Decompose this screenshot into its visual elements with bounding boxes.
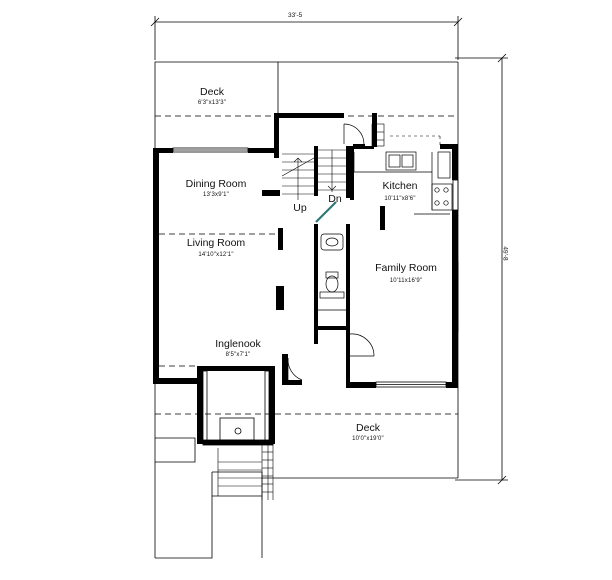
width-dimension-line <box>150 16 463 60</box>
deck-steps <box>217 444 274 500</box>
kitchen-name: Kitchen <box>382 180 418 192</box>
depth-dimension-label: 49'-8 <box>501 246 509 261</box>
living-room-size: 14'10"x12'1" <box>198 252 234 258</box>
family-room-size: 10'11x16'9" <box>389 278 423 284</box>
stair-treads <box>281 149 346 200</box>
site-outline <box>154 61 459 559</box>
width-dimension-label: 33'-5 <box>288 12 303 19</box>
family-room-name: Family Room <box>375 262 437 274</box>
fireplace <box>202 417 274 446</box>
deck-top-size: 6'3"x13'3" <box>197 100 227 106</box>
stair-railing <box>315 201 337 223</box>
deck-bottom-size: 10'0"x19'0" <box>352 436 384 442</box>
door-swings <box>287 123 375 381</box>
kitchen-size: 10'11"x8'6" <box>384 196 416 202</box>
stairs-up-label: Up <box>293 202 307 214</box>
dining-room-size: 13'3x9'1" <box>203 192 229 198</box>
kitchen-counters <box>353 151 453 215</box>
dining-room-name: Dining Room <box>185 178 247 190</box>
rear-steps <box>371 123 385 147</box>
interior-walls <box>262 146 385 384</box>
depth-dimension-line <box>455 53 508 485</box>
room-divider-dashes <box>159 233 276 367</box>
deck-top-name: Deck <box>200 86 224 98</box>
inglenook-size: 8'5"x7'1" <box>225 352 251 358</box>
stairs-down-label: Dn <box>328 193 342 205</box>
exterior-walls <box>153 113 458 444</box>
bathroom-fixtures <box>319 233 345 299</box>
inglenook-name: Inglenook <box>215 338 261 350</box>
living-room-name: Living Room <box>186 237 246 249</box>
deck-bottom-name: Deck <box>356 422 380 434</box>
kitchen-cabinet-dashes <box>390 135 441 146</box>
